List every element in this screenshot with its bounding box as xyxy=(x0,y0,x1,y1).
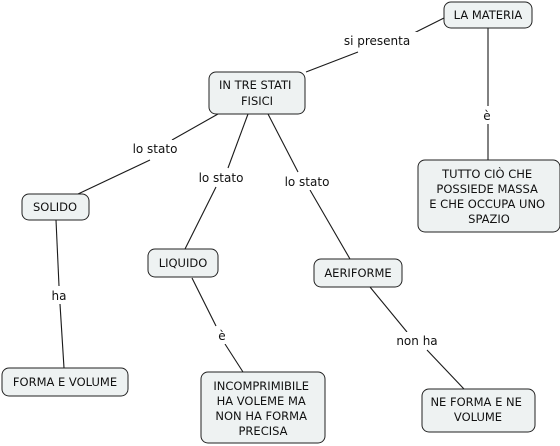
node-label: PRECISA xyxy=(239,424,288,438)
svg-text:NE FORMA E NE VOLUME: NE FORMA E NE VOLUME xyxy=(430,395,525,424)
node-label: NON HA FORMA xyxy=(215,409,307,423)
node-la-materia[interactable]: LA MATERIA xyxy=(443,1,533,29)
edge-liquido-to-e xyxy=(191,277,217,327)
link-label-si-presenta: si presenta xyxy=(344,34,410,48)
node-label: FORMA E VOLUME xyxy=(13,375,117,389)
node-ne-forma-ne-volume[interactable]: NE FORMA E NE VOLUME xyxy=(421,388,536,433)
link-label-non-ha: non ha xyxy=(396,334,437,348)
svg-text:TUTTO CIÒ CHE POSSIEDE M: TUTTO CIÒ CHE POSSIEDE MASSA E CHE OCCUP… xyxy=(429,166,549,226)
node-aeriforme[interactable]: AERIFORME xyxy=(313,258,403,288)
link-label-lo-stato-liquido: lo stato xyxy=(199,171,244,185)
edge-stati-to-lostato-3 xyxy=(267,113,299,173)
node-incomprimibile[interactable]: INCOMPRIMIBILE HA VOLEME MA NON HA FORMA… xyxy=(200,371,326,444)
node-liquido[interactable]: LIQUIDO xyxy=(147,248,219,278)
node-label: NE FORMA E NE xyxy=(430,395,521,409)
edge-stati-to-lostato-2 xyxy=(227,113,249,169)
edge-stati-to-lostato-1 xyxy=(171,113,219,141)
node-label: TUTTO CIÒ CHE xyxy=(441,166,532,181)
edge-label-to-stati xyxy=(305,51,359,73)
edge-lostato-1-to-solido xyxy=(77,159,151,195)
node-label: AERIFORME xyxy=(324,266,391,280)
node-label: E CHE OCCUPA UNO xyxy=(429,197,545,211)
svg-text:SOLIDO: SOLIDO xyxy=(33,200,77,214)
link-label-e-liquido: è xyxy=(218,329,225,343)
edge-lostato-2-to-liquido xyxy=(184,186,217,250)
svg-text:AERIFORME: AERIFORME xyxy=(324,266,391,280)
svg-text:INCOMPRIMIBILE HA VOLEME: INCOMPRIMIBILE HA VOLEME MA NON HA FORMA… xyxy=(213,379,312,438)
svg-text:LA MATERIA: LA MATERIA xyxy=(454,8,523,22)
link-label-ha: ha xyxy=(52,289,67,303)
node-label: VOLUME xyxy=(454,410,502,424)
link-label-e-materia: è xyxy=(483,109,490,123)
edge-nonha-to-neforma xyxy=(426,349,465,390)
edge-e-to-incomprimibile xyxy=(224,343,244,373)
node-label: HA VOLEME MA xyxy=(217,394,306,408)
svg-text:IN TRE STATI FISICI: IN TRE STATI FISICI xyxy=(219,78,295,108)
node-tutto-cio[interactable]: TUTTO CIÒ CHE POSSIEDE MASSA E CHE OCCUP… xyxy=(417,159,560,233)
edge-aeriforme-to-nonha xyxy=(369,286,408,333)
link-label-lo-stato-solido: lo stato xyxy=(133,142,178,156)
svg-text:LIQUIDO: LIQUIDO xyxy=(159,256,208,270)
edge-solido-to-ha xyxy=(55,219,60,287)
edge-lostato-3-to-aeriforme xyxy=(309,189,351,260)
node-label: INCOMPRIMIBILE xyxy=(213,379,309,393)
node-in-tre-stati-fisici[interactable]: IN TRE STATI FISICI xyxy=(208,71,306,115)
edge-ha-to-forma xyxy=(59,303,65,369)
node-label: LIQUIDO xyxy=(159,256,208,270)
node-label: FISICI xyxy=(241,94,273,108)
link-label-lo-stato-aeriforme: lo stato xyxy=(285,175,330,189)
node-label: SOLIDO xyxy=(33,200,77,214)
node-label: IN TRE STATI xyxy=(219,78,291,92)
node-forma-e-volume[interactable]: FORMA E VOLUME xyxy=(1,367,129,397)
svg-text:FORMA E VOLUME: FORMA E VOLUME xyxy=(13,375,117,389)
node-label: SPAZIO xyxy=(468,212,510,226)
link-labels: si presenta è lo stato lo stato lo stato… xyxy=(48,32,494,349)
node-solido[interactable]: SOLIDO xyxy=(21,193,90,221)
connectors xyxy=(55,17,489,390)
node-label: POSSIEDE MASSA xyxy=(436,182,538,196)
node-label: LA MATERIA xyxy=(454,8,523,22)
